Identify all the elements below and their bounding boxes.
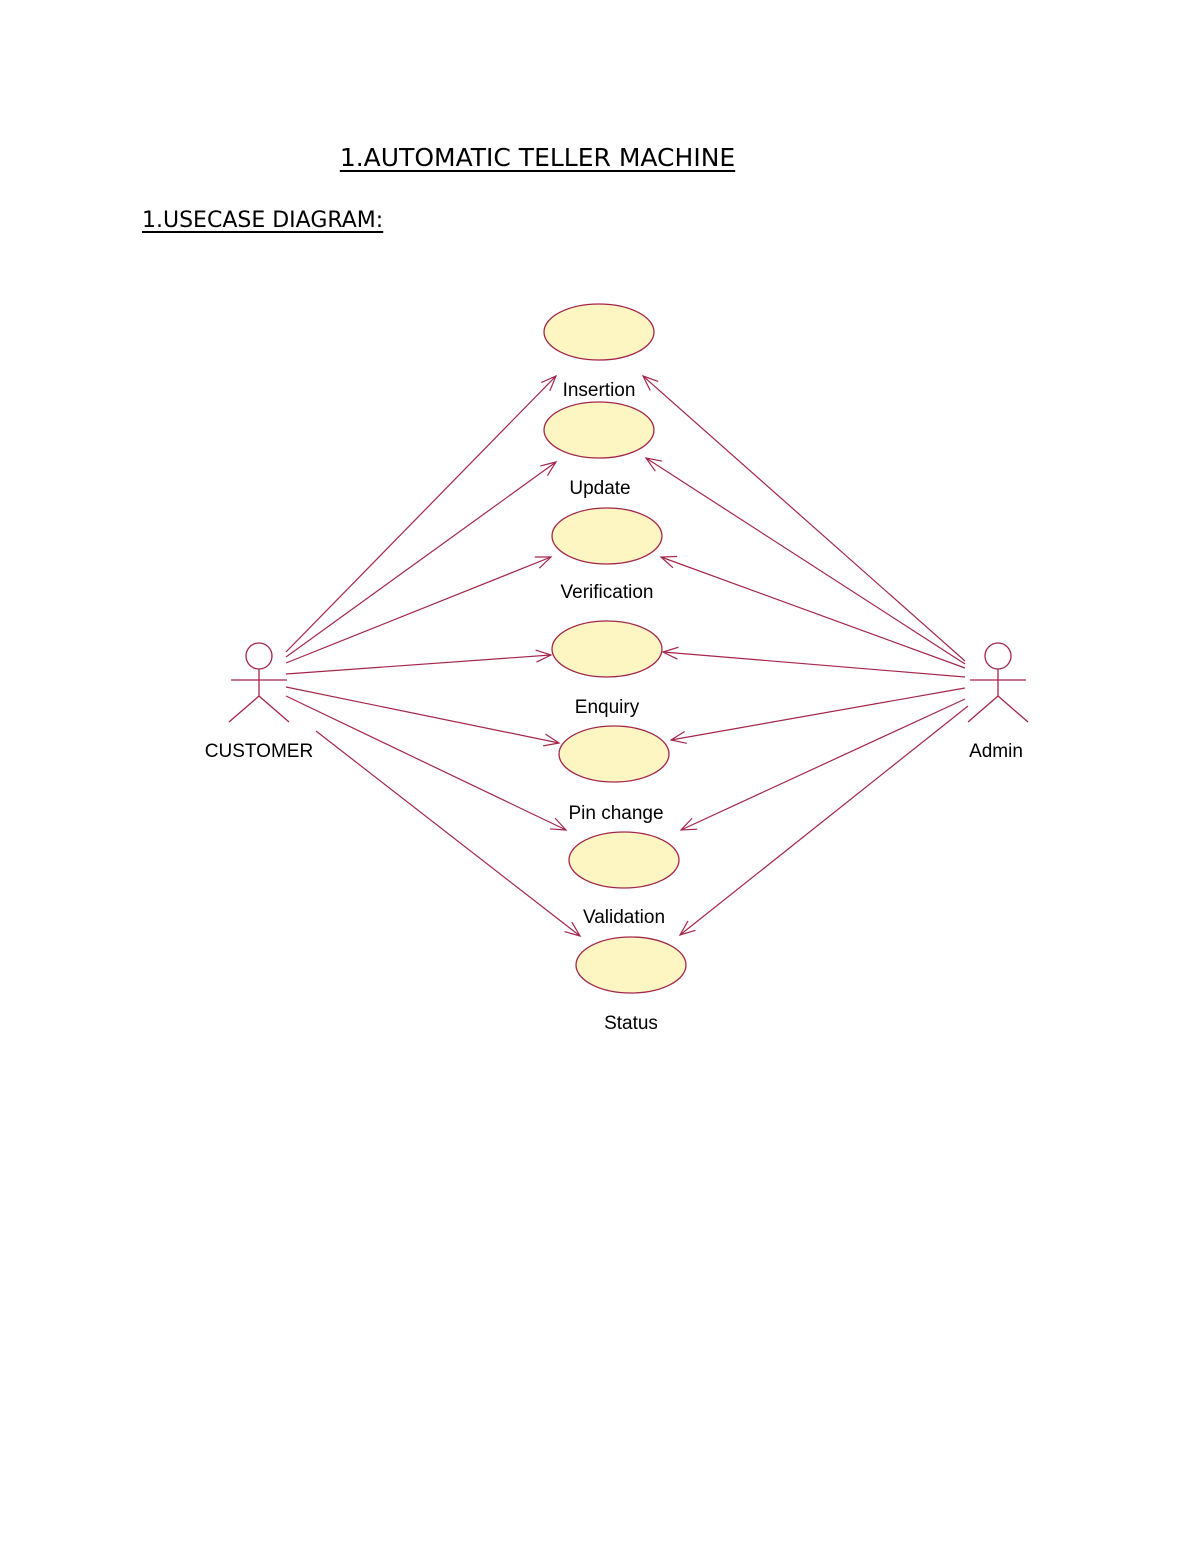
use-case-verification: Verification [551,507,663,603]
association-admin-validation [679,698,966,831]
association-admin-insertion [641,374,966,662]
use-case-pin-change: Pin change [558,725,670,824]
association-admin-enquiry [661,646,966,678]
arrowhead [534,556,553,569]
association-line [285,375,557,653]
actor-icon [967,642,1029,723]
use-case-label: Insertion [563,380,636,401]
use-case-label: Status [604,1013,658,1034]
use-case-ellipse [575,936,687,994]
association-customer-enquiry [285,649,553,675]
association-admin-verification [659,555,966,669]
association-customer-update [285,461,558,658]
use-case-ellipse [543,401,655,459]
association-admin-update [644,457,966,665]
association-line [645,457,966,665]
actor-admin: Admin [967,642,1029,762]
actor-label: CUSTOMER [205,741,313,762]
use-case-label: Validation [583,907,665,928]
section-heading: 1.USECASE DIAGRAM: [142,208,384,233]
association-line [285,654,552,675]
association-admin-status [678,705,969,937]
use-case-label: Update [569,478,630,499]
arrowhead [644,457,662,472]
arrowhead [678,920,696,937]
association-line [285,695,567,831]
arrowhead [679,817,698,831]
association-customer-verification [285,556,553,664]
use-case-insertion: Insertion [543,303,655,401]
arrowhead [659,555,678,569]
arrowhead [641,374,659,391]
use-case-ellipse [543,303,655,361]
actor-icon [228,642,290,723]
association-line [679,705,969,936]
association-customer-status [315,730,582,937]
use-case-update: Update [543,401,655,499]
use-case-ellipse [551,507,663,565]
association-line [680,698,966,831]
association-admin-pin_change [669,687,966,744]
association-customer-pin_change [285,686,561,747]
association-customer-validation [285,695,568,831]
actors: CUSTOMER Admin [205,642,1029,762]
association-line [315,730,581,937]
use-case-ellipse [551,620,663,678]
association-line [642,375,966,662]
document-title: 1.AUTOMATIC TELLER MACHINE [339,143,736,172]
arrowhead [669,730,687,744]
arrowhead [540,461,558,476]
use-case-label: Verification [561,582,654,603]
association-line [285,686,560,744]
association-customer-insertion [285,374,558,653]
use-case-validation: Validation [568,831,680,928]
association-line [670,687,966,741]
association-line [662,651,966,678]
arrowhead [540,374,558,392]
association-line [285,461,557,658]
use-case-ellipse [568,831,680,889]
actor-customer: CUSTOMER [205,642,313,762]
arrowhead [564,921,582,937]
actor-label: Admin [969,741,1023,762]
arrowhead [542,733,561,747]
associations [285,374,969,937]
use-case-label: Enquiry [575,697,640,718]
association-line [285,556,552,664]
use-case-ellipse [558,725,670,783]
use-case-label: Pin change [568,803,663,824]
arrowhead [661,646,679,660]
arrowhead [535,649,553,663]
use-case-enquiry: Enquiry [551,620,663,718]
use-case-status: Status [575,936,687,1034]
arrowhead [549,817,568,831]
association-line [660,556,966,669]
